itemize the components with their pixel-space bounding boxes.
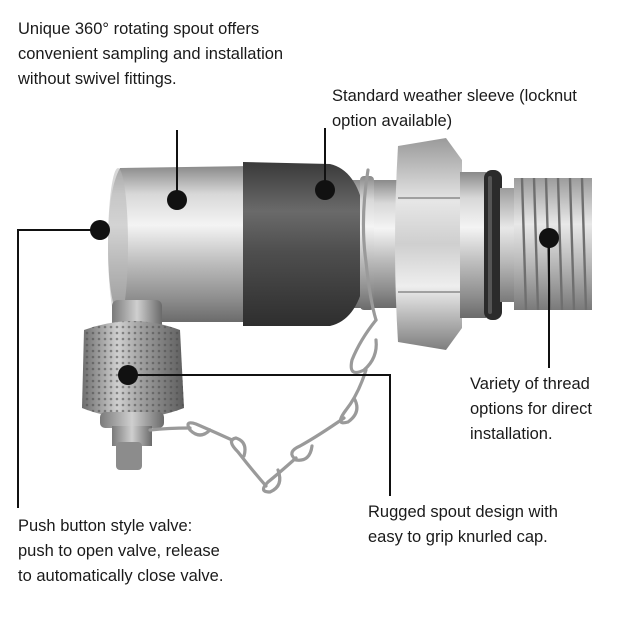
callout-weather-sleeve: Standard weather sleeve (locknut option …	[332, 87, 577, 130]
ball-chain-icon	[148, 168, 378, 494]
callout-dot-sleeve	[315, 180, 335, 200]
weather-sleeve	[243, 162, 364, 326]
o-ring	[484, 170, 502, 320]
callout-dot-thread	[539, 228, 559, 248]
callout-dot-valve	[90, 220, 110, 240]
callout-dot-spout	[167, 190, 187, 210]
callout-push-button-valve: Push button style valve: push to open va…	[18, 517, 224, 585]
callout-rotating-spout: Unique 360° rotating spout offers conven…	[18, 20, 284, 88]
callout-dot-rugged	[118, 365, 138, 385]
callout-rugged-spout: Rugged spout design with easy to grip kn…	[368, 503, 558, 546]
spout-body	[108, 166, 252, 322]
callout-thread-options: Variety of thread options for direct ins…	[470, 375, 592, 443]
hex-nut	[395, 138, 462, 350]
